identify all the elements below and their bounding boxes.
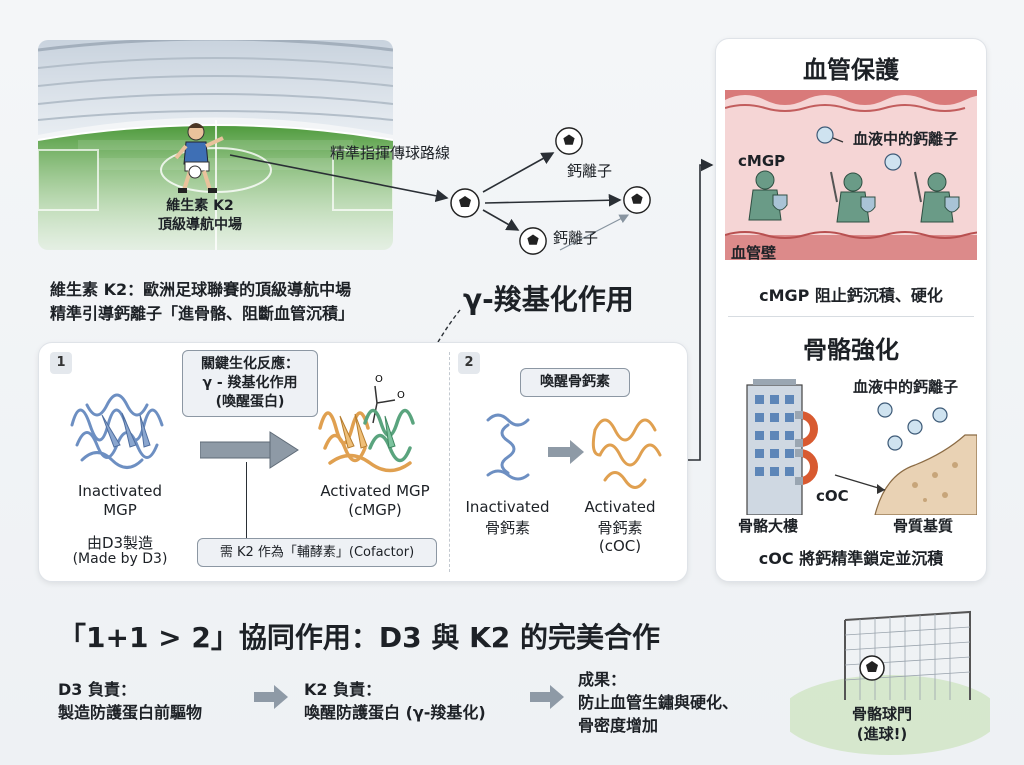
intro-line-1: 維生素 K2：歐洲足球聯賽的頂級導航中場 — [50, 280, 352, 299]
synergy-title: 「1+1 > 2」協同作用：D3 與 K2 的完美合作 — [58, 621, 661, 654]
inactive-mgp-protein-icon — [70, 393, 164, 469]
guardian-icon — [914, 171, 960, 223]
reaction-line-1: 關鍵生化反應： — [201, 356, 299, 372]
inactive-mgp-label-2: MGP — [103, 501, 137, 519]
bone-building-icon — [746, 379, 803, 515]
cofactor-box: 需 K2 作為「輔酵素」(Cofactor) — [197, 538, 437, 567]
active-osteocalcin-label-1: Activated — [584, 498, 656, 516]
inactive-osteocalcin-label-1: Inactivated — [465, 498, 550, 516]
goal-illustration — [790, 610, 990, 755]
active-osteocalcin-label-2: 骨鈣素 — [597, 519, 643, 537]
panel-1-number: 1 — [50, 352, 72, 374]
magnet-icon — [795, 411, 818, 447]
inactive-osteocalcin-icon — [486, 413, 530, 481]
panel-divider — [449, 352, 450, 572]
k2-head: K2 負責： — [304, 680, 382, 699]
result-line-1: 防止血管生鏽與硬化、 — [578, 693, 739, 712]
reaction-line-3: (喚醒蛋白) — [215, 394, 285, 410]
vessel-blood-ion-label: 血液中的鈣離子 — [853, 130, 959, 148]
k2-body: 喚醒防護蛋白 (γ-羧基化) — [304, 703, 486, 722]
svg-text:O: O — [375, 374, 383, 385]
guardian-icon — [748, 170, 788, 221]
ion-label-bottom: 鈣離子 — [553, 229, 599, 247]
made-by-d3-label-1: 由D3製造 — [86, 534, 154, 552]
active-osteocalcin-icon — [591, 418, 662, 489]
panel-2-number: 2 — [458, 352, 480, 374]
reaction-box: 關鍵生化反應： γ - 羧基化作用 (喚醒蛋白) — [182, 350, 318, 417]
magnet-icon — [795, 449, 818, 485]
coc-label: cOC — [816, 487, 849, 505]
ball-icon — [623, 186, 651, 214]
ball-icon — [519, 227, 547, 255]
bone-caption: cOC 將鈣精準鎖定並沉積 — [758, 549, 944, 568]
bone-illustration — [746, 379, 977, 515]
vessel-illustration — [725, 90, 977, 260]
vessel-caption: cMGP 阻止鈣沉積、硬化 — [759, 286, 943, 305]
intro-line-2: 精準引導鈣離子「進骨骼、阻斷血管沉積」 — [50, 304, 355, 323]
bone-blood-ion-label: 血液中的鈣離子 — [853, 378, 959, 396]
pass-label: 精準指揮傳球路線 — [330, 144, 451, 162]
wake-osteocalcin-box: 喚醒骨鈣素 — [520, 368, 630, 397]
result-head: 成果： — [578, 670, 627, 689]
ball-icon — [188, 165, 202, 179]
active-mgp-protein-icon: O O — [318, 374, 415, 473]
gamma-title: γ-羧基化作用 — [463, 283, 634, 316]
svg-text:O: O — [397, 390, 405, 401]
ball-icon — [450, 188, 480, 218]
player-sublabel: 頂級導航中場 — [158, 217, 242, 233]
made-by-d3-label-2: (Made by D3) — [72, 551, 168, 567]
goal-label-1: 骨骼球門 — [851, 705, 912, 723]
cofactor-connector — [246, 462, 247, 538]
result-line-2: 骨密度增加 — [578, 716, 659, 735]
d3-body: 製造防護蛋白前驅物 — [58, 703, 203, 722]
vessel-wall-label: 血管壁 — [731, 244, 777, 262]
d3-head: D3 負責： — [58, 680, 136, 699]
osteocalcin-arrow-icon — [548, 440, 584, 464]
synergy-arrow-icon — [530, 685, 564, 709]
goal-label-2: (進球!) — [856, 725, 908, 743]
ion-label-top: 鈣離子 — [567, 162, 613, 180]
active-mgp-label-2: (cMGP) — [348, 501, 402, 519]
guardian-icon — [830, 171, 876, 223]
right-panel-divider — [728, 316, 974, 317]
inactive-mgp-label-1: Inactivated — [77, 482, 163, 500]
reaction-line-2: γ - 羧基化作用 — [202, 375, 298, 391]
ball-icon — [555, 127, 583, 155]
inactive-osteocalcin-label-2: 骨鈣素 — [484, 519, 530, 537]
synergy-arrow-icon — [254, 685, 288, 709]
activation-arrow-icon — [200, 431, 299, 469]
bone-matrix-label: 骨質基質 — [893, 517, 954, 535]
bone-building-label: 骨骼大樓 — [738, 517, 799, 535]
cmgp-label: cMGP — [738, 152, 786, 170]
active-osteocalcin-label-3: (cOC) — [598, 537, 642, 555]
active-mgp-label-1: Activated MGP — [320, 482, 430, 500]
bone-title: 骨骼強化 — [803, 336, 899, 364]
player-label: 維生素 K2 — [166, 198, 234, 214]
vessel-title: 血管保護 — [803, 56, 899, 84]
stadium-illustration — [38, 40, 393, 250]
